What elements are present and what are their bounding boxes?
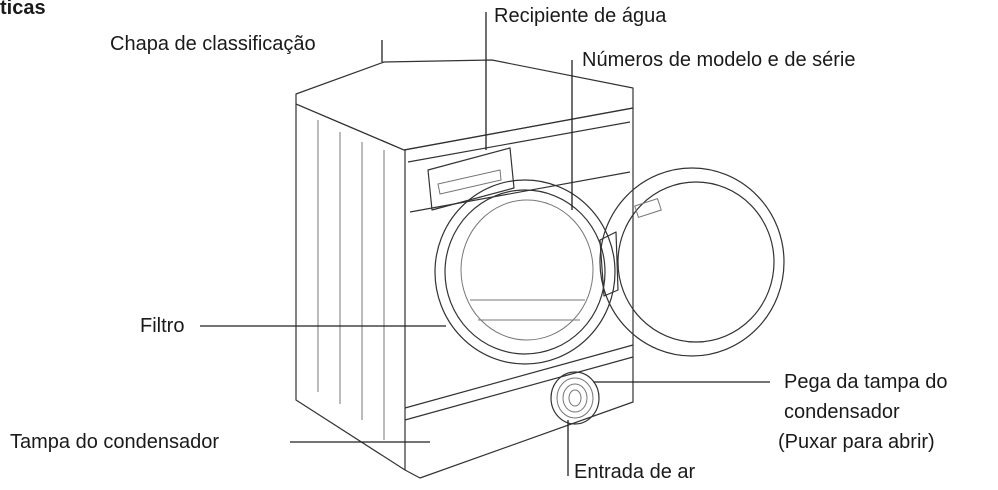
label-rating-plate: Chapa de classificação	[110, 33, 316, 55]
condenser-cover	[404, 344, 634, 409]
label-water-container: Recipiente de água	[494, 5, 667, 27]
cabinet-side	[295, 104, 406, 471]
door-ring-outer	[434, 179, 616, 365]
label-model-serial: Números de modelo e de série	[582, 49, 856, 71]
water-container-drawer	[427, 147, 515, 211]
label-condenser-handle-line1: Pega da tampa do	[784, 371, 948, 393]
label-air-inlet: Entrada de ar	[574, 461, 696, 483]
label-condenser-handle-line3: (Puxar para abrir)	[778, 431, 935, 453]
section-heading: ticas	[0, 0, 46, 19]
cabinet-front	[403, 107, 634, 479]
label-filter: Filtro	[140, 315, 185, 337]
air-inlet-grille	[550, 371, 600, 425]
label-condenser-cover: Tampa do condensador	[10, 431, 220, 453]
cabinet-top	[295, 59, 634, 151]
open-door	[599, 167, 785, 357]
label-condenser-handle-line2: condensador	[784, 401, 900, 423]
